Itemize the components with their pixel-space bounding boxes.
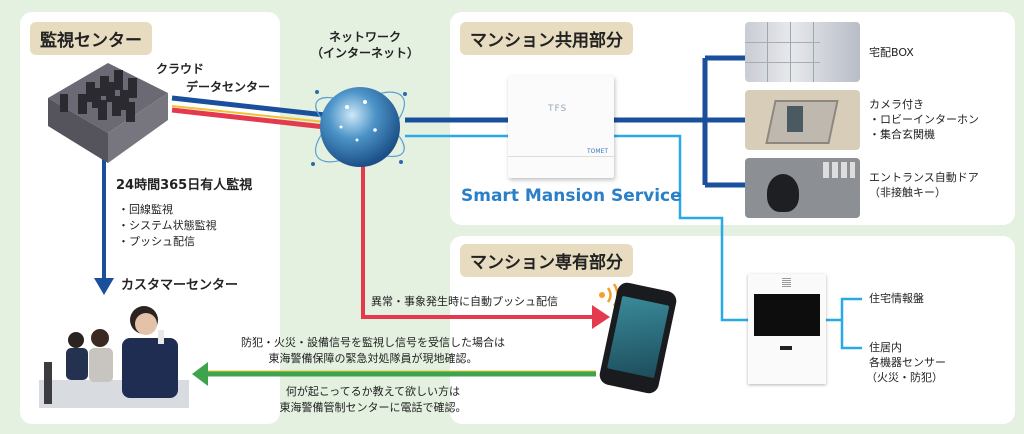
- common-item-label: カメラ付き: [869, 98, 924, 111]
- globe-icon: [311, 87, 407, 167]
- network-label-2: （インターネット）: [310, 46, 419, 60]
- entrance-door-photo: [745, 158, 860, 218]
- panel-item-label: 住居内: [869, 341, 902, 354]
- monitoring-center-title: 監視センター: [30, 22, 152, 55]
- smartphone-screen: [607, 295, 670, 379]
- watch-item: ・回線監視: [118, 203, 173, 216]
- line-device-lightblue: [614, 134, 748, 322]
- cloud-label-1: クラウド: [156, 62, 205, 76]
- server-rack-icon: [48, 63, 168, 163]
- line-push-red: [361, 160, 595, 319]
- common-item-label: ・ロビーインターホン: [869, 113, 979, 126]
- customer-center-label: カスタマーセンター: [121, 278, 239, 293]
- response-lower-1: 何が起こってるか教えて欲しい方は: [285, 385, 461, 398]
- arrow-push-red: [592, 305, 610, 329]
- watch-item: ・システム状態監視: [118, 219, 217, 232]
- panel-item-label: （火災・防犯）: [866, 371, 943, 384]
- watch-item: ・プッシュ配信: [118, 235, 195, 248]
- response-upper-2: 東海警備保障の緊急対処隊員が現地確認。: [268, 352, 478, 365]
- panel-item-label: 各機器センサー: [869, 356, 946, 369]
- push-label: 異常・事象発生時に自動プッシュ配信: [371, 295, 558, 308]
- smart-mansion-device: TFS TOMET: [508, 76, 614, 178]
- common-area-title: マンション共用部分: [460, 22, 633, 55]
- panel-item-label: 住宅情報盤: [869, 292, 924, 305]
- line-dc-globe-blue: [171, 95, 326, 118]
- common-item-label: エントランス自動ドア: [869, 171, 979, 184]
- response-upper-1: 防犯・火災・設備信号を監視し信号を受信した場合は: [241, 336, 505, 349]
- bracket-panel-labels: [840, 297, 862, 350]
- arrow-response-green: [192, 362, 208, 386]
- delivery-box-photo: [745, 22, 860, 82]
- arrow-down-customer: [94, 278, 114, 295]
- device-logo: TFS: [548, 104, 568, 114]
- service-name: Smart Mansion Service: [461, 186, 682, 206]
- private-area-title: マンション専有部分: [460, 244, 633, 277]
- cloud-label-2: データセンター: [186, 80, 271, 94]
- common-item-label: ・集合玄関機: [869, 128, 935, 141]
- home-info-panel: [748, 274, 826, 384]
- device-brand: TOMET: [586, 148, 608, 155]
- common-item-label: （非接触キー）: [869, 186, 946, 199]
- line-dc-globe-yellow: [171, 105, 326, 123]
- common-item-label: 宅配BOX: [869, 46, 914, 59]
- network-label-1: ネットワーク: [328, 30, 401, 44]
- response-lower-2: 東海警備管制センターに電話で確認。: [279, 401, 467, 414]
- operators-illustration: [39, 306, 189, 408]
- line-dc-globe-red: [171, 107, 326, 130]
- watch-title: 24時間365日有人監視: [116, 178, 253, 193]
- lobby-intercom-photo: [745, 90, 860, 150]
